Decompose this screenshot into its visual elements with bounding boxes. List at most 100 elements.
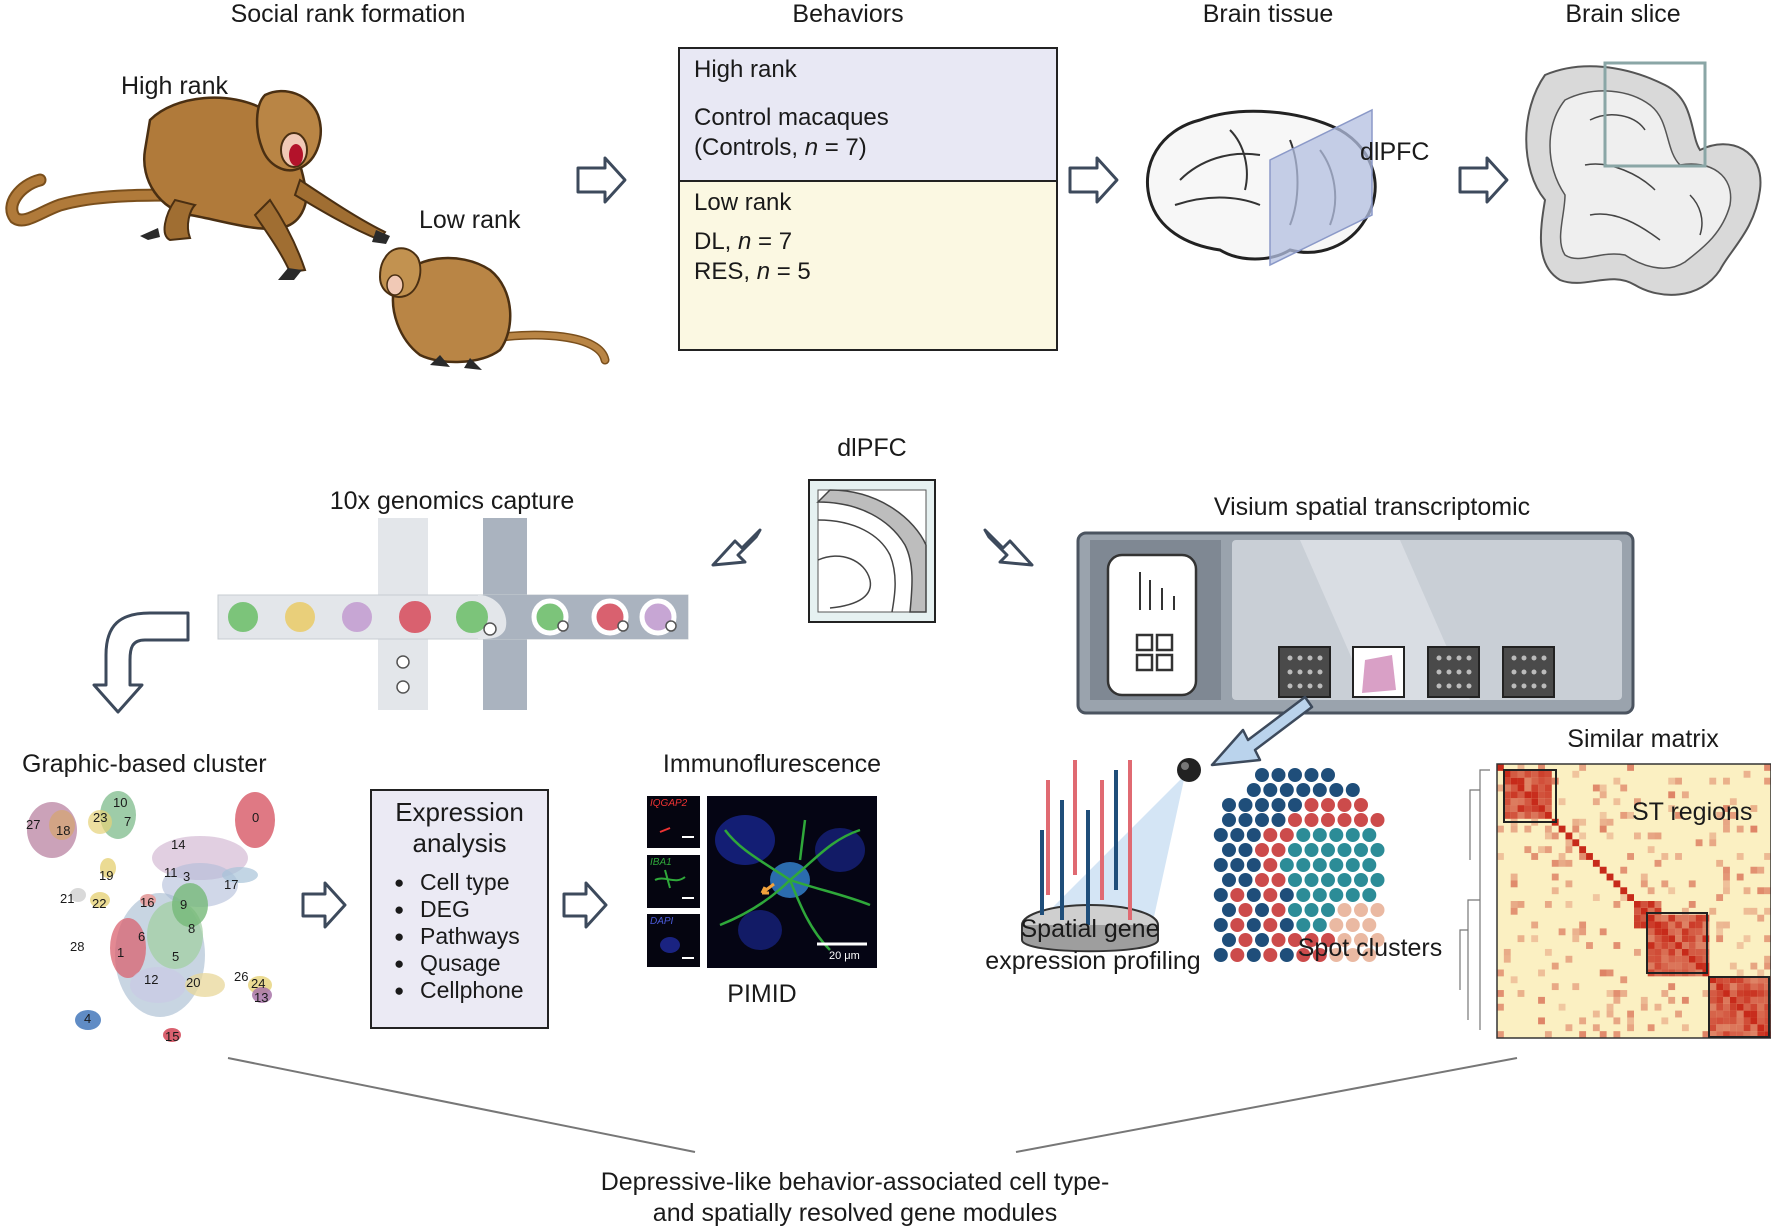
matrix-cell: [1606, 1010, 1614, 1018]
matrix-cell: [1723, 976, 1730, 984]
matrix-cell: [1558, 859, 1566, 867]
cluster-id: 20: [186, 975, 201, 990]
matrix-cell: [1654, 921, 1662, 929]
matrix-cell: [1743, 1024, 1751, 1032]
arrow-to-expression: [301, 881, 347, 929]
cluster-id: 9: [180, 897, 188, 912]
matrix-cell: [1668, 962, 1676, 970]
matrix-cell: [1517, 935, 1525, 943]
matrix-cell: [1572, 983, 1580, 991]
matrix-cell: [1524, 825, 1532, 833]
matrix-cell: [1688, 962, 1696, 970]
dapi-channel-label: DAPI: [650, 916, 674, 927]
matrix-cell: [1627, 764, 1634, 771]
matrix-cell: [1764, 990, 1771, 997]
matrix-cell: [1709, 907, 1717, 915]
matrix-cell: [1695, 914, 1703, 922]
matrix-cell: [1736, 825, 1744, 833]
matrix-cell: [1531, 853, 1539, 860]
matrix-cell: [1681, 955, 1689, 963]
umap-cluster-plot: [27, 791, 275, 1042]
matrix-cell: [1764, 983, 1771, 991]
converge-line-left: [227, 1057, 696, 1153]
matrix-cell: [1716, 921, 1724, 929]
matrix-cell: [1750, 976, 1758, 984]
matrix-cell: [1716, 1017, 1724, 1025]
spot: [1230, 888, 1245, 902]
immunofluorescence-panels: [647, 796, 877, 968]
behaviors-title: Behaviors: [792, 0, 904, 28]
spot: [1222, 933, 1236, 947]
matrix-cell: [1510, 784, 1518, 792]
matrix-cell: [1620, 887, 1628, 895]
spot: [1312, 918, 1327, 932]
matrix-cell: [1558, 1003, 1566, 1011]
matrix-cell: [1558, 853, 1566, 860]
arrow-to-immuno: [562, 881, 608, 929]
matrix-cell: [1757, 976, 1765, 984]
matrix-cell: [1681, 791, 1689, 799]
spot: [1263, 888, 1278, 902]
matrix-cell: [1524, 798, 1532, 806]
matrix-cell: [1558, 928, 1566, 936]
spot: [1296, 918, 1311, 932]
spot-clusters-grid: [1213, 768, 1385, 962]
matrix-cell: [1668, 935, 1676, 943]
matrix-cell: [1503, 777, 1511, 785]
spot: [1279, 828, 1294, 842]
matrix-cell: [1497, 764, 1504, 771]
matrix-cell: [1716, 894, 1724, 901]
matrix-cell: [1723, 996, 1730, 1004]
spot: [1312, 888, 1327, 902]
matrix-cell: [1681, 935, 1689, 943]
spot: [1213, 948, 1228, 962]
matrix-cell: [1668, 996, 1676, 1004]
spot: [1230, 828, 1245, 842]
matrix-cell: [1668, 921, 1676, 929]
matrix-cell: [1709, 990, 1717, 997]
matrix-cell: [1661, 948, 1669, 956]
matrix-cell: [1757, 914, 1765, 922]
matrix-cell: [1497, 1003, 1504, 1011]
matrix-cell: [1497, 825, 1504, 833]
spot: [1321, 873, 1335, 887]
matrix-cell: [1531, 935, 1539, 943]
matrix-cell: [1661, 935, 1669, 943]
cluster-id: 16: [140, 895, 155, 910]
matrix-cell: [1702, 914, 1710, 922]
matrix-cell: [1675, 777, 1682, 785]
spot: [1345, 783, 1360, 797]
matrix-cell: [1695, 839, 1703, 847]
cluster-id: 26: [234, 969, 249, 984]
matrix-cell: [1757, 1024, 1765, 1032]
matrix-cell: [1634, 948, 1641, 956]
matrix-cell: [1709, 1017, 1717, 1025]
matrix-cell: [1764, 935, 1771, 943]
matrix-cell: [1736, 1031, 1744, 1038]
matrix-cell: [1723, 1031, 1730, 1038]
matrix-cell: [1544, 777, 1552, 785]
matrix-cell: [1750, 866, 1758, 874]
cluster-title: Graphic-based cluster: [22, 750, 267, 778]
cluster-id: 21: [60, 891, 75, 906]
spot: [1222, 798, 1236, 812]
spot: [1321, 933, 1335, 947]
matrix-cell: [1647, 914, 1655, 922]
spot: [1288, 873, 1302, 887]
spot: [1263, 948, 1278, 962]
matrix-cell: [1524, 805, 1532, 812]
high-rank-macaque-illustration: [5, 89, 390, 280]
matrix-cell: [1647, 935, 1655, 943]
matrix-cell: [1599, 825, 1607, 833]
matrix-cell: [1681, 1024, 1689, 1032]
matrix-cell: [1729, 1017, 1737, 1025]
spot: [1321, 768, 1335, 782]
spatial-profiling-line2: expression profiling: [985, 947, 1201, 975]
cluster-id: 6: [138, 929, 146, 944]
expression-item: Pathways: [394, 923, 524, 950]
expression-item: DEG: [394, 896, 524, 923]
matrix-cell: [1750, 1024, 1758, 1032]
matrix-cell: [1743, 996, 1751, 1004]
spot: [1213, 828, 1228, 842]
matrix-cell: [1503, 811, 1511, 819]
